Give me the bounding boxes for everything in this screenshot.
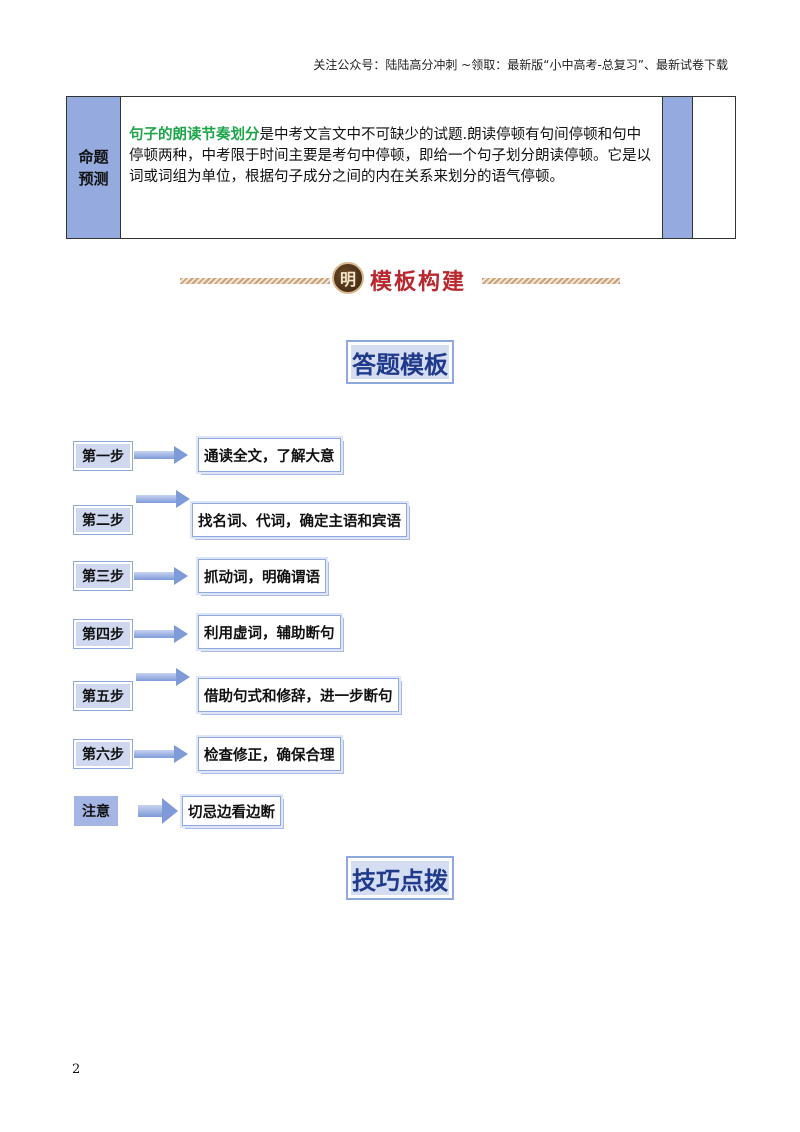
prediction-label-line1: 命题 (78, 147, 109, 166)
arrow-right-icon (134, 625, 188, 643)
step-label-2: 第二步 (73, 505, 133, 535)
arrow-right-icon (134, 567, 188, 585)
header-note: 关注公众号：陆陆高分冲刺 ~领取：最新版“小中高考-总复习”、最新试卷下载 (313, 58, 728, 72)
page-number: 2 (72, 1062, 81, 1077)
arrow-right-icon (134, 745, 188, 763)
note-text: 切忌边看边断 (180, 794, 283, 828)
prediction-body: 句子的朗读节奏划分是中考文言文中不可缺少的试题.朗读停顿有句间停顿和句中停顿两种… (121, 97, 663, 238)
step-label-5: 第五步 (73, 681, 133, 711)
banner-seal-icon: 明 (332, 262, 364, 294)
prediction-label: 命题 预测 (67, 97, 121, 238)
step-text-6: 检查修正，确保合理 (196, 735, 343, 773)
tips-box: 技巧点拨 (346, 856, 454, 900)
answer-template-title: 答题模板 (351, 345, 449, 379)
prediction-text: 是中考文言文中不可缺少的试题.朗读停顿有句间停顿和句中停顿两种，中考限于时间主要… (129, 127, 651, 185)
arrow-right-icon (134, 446, 188, 464)
prediction-side-bar (663, 97, 693, 238)
step-text-1: 通读全文，了解大意 (196, 436, 343, 474)
arrow-right-icon (136, 668, 190, 686)
step-label-4: 第四步 (73, 619, 133, 649)
answer-template-box: 答题模板 (346, 340, 454, 384)
step-label-1: 第一步 (73, 441, 133, 471)
prediction-highlight: 句子的朗读节奏划分 (129, 127, 260, 143)
prediction-empty-cell (693, 97, 735, 238)
prediction-table: 命题 预测 句子的朗读节奏划分是中考文言文中不可缺少的试题.朗读停顿有句间停顿和… (66, 96, 736, 239)
banner-line-right (482, 278, 620, 284)
banner-title: 模板构建 (370, 269, 467, 295)
step-text-2: 找名词、代词，确定主语和宾语 (190, 501, 409, 539)
arrow-right-icon (138, 798, 178, 824)
step-text-3: 抓动词，明确谓语 (196, 557, 328, 595)
prediction-label-line2: 预测 (78, 169, 109, 188)
step-text-4: 利用虚词，辅助断句 (196, 613, 343, 651)
step-text-5: 借助句式和修辞，进一步断句 (196, 676, 401, 714)
note-label: 注意 (74, 796, 118, 826)
tips-title: 技巧点拨 (351, 861, 449, 895)
arrow-right-icon (136, 490, 190, 508)
section-banner: 明 模板构建 (180, 258, 620, 298)
banner-line-left (180, 278, 330, 284)
step-label-3: 第三步 (73, 561, 133, 591)
step-label-6: 第六步 (73, 739, 133, 769)
